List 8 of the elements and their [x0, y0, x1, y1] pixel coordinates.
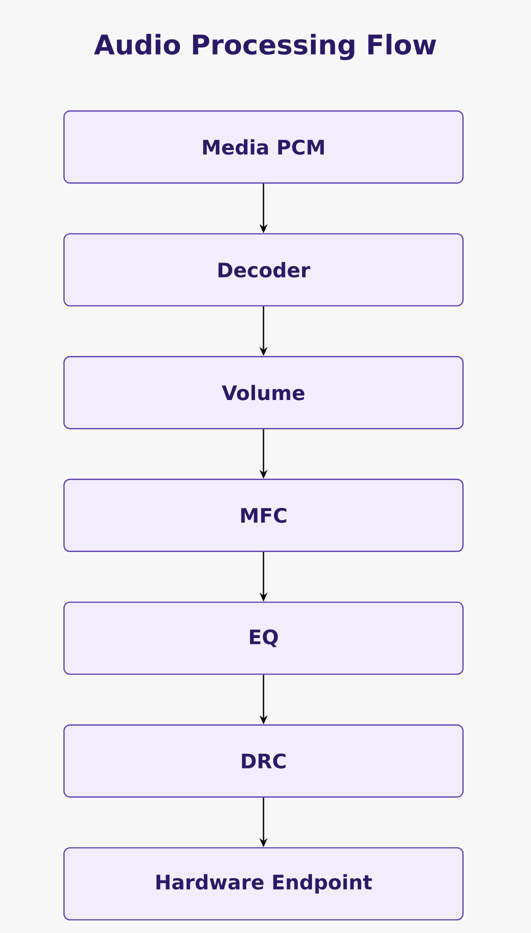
process-box: Decoder: [63, 233, 464, 306]
process-box: EQ: [63, 602, 464, 675]
title: Audio Processing Flow: [94, 34, 436, 60]
process-box: MFC: [63, 478, 464, 552]
process-box: DRC: [63, 724, 464, 798]
process-box: Volume: [63, 356, 464, 430]
process-box: Hardware Endpoint: [63, 847, 464, 920]
process-box: Media PCM: [63, 110, 464, 184]
